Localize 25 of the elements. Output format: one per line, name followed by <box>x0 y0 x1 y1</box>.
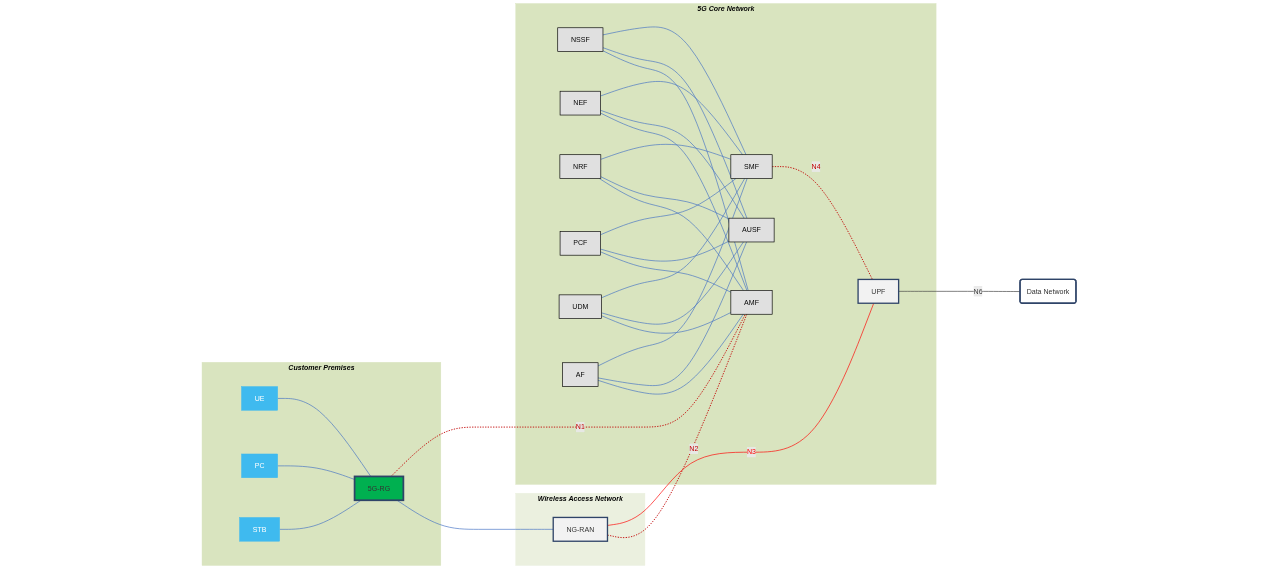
connector <box>600 81 743 156</box>
connector <box>279 499 362 530</box>
connector <box>390 313 746 477</box>
connector <box>602 26 747 156</box>
connector <box>601 312 732 334</box>
connector <box>607 313 748 539</box>
connector <box>597 178 748 367</box>
connector <box>602 47 748 219</box>
connector <box>600 251 732 293</box>
connector <box>597 241 747 386</box>
connector <box>600 110 745 219</box>
connector <box>600 144 732 160</box>
connector <box>277 465 355 480</box>
connector <box>600 178 737 236</box>
connector <box>396 499 554 530</box>
connector <box>600 112 748 291</box>
connector <box>600 240 730 262</box>
connector <box>602 50 749 291</box>
connector <box>898 291 1021 292</box>
connector <box>601 241 744 325</box>
connector <box>607 302 875 526</box>
connector <box>771 166 873 280</box>
connector <box>597 313 744 395</box>
connector <box>277 398 372 477</box>
connector <box>600 176 730 220</box>
